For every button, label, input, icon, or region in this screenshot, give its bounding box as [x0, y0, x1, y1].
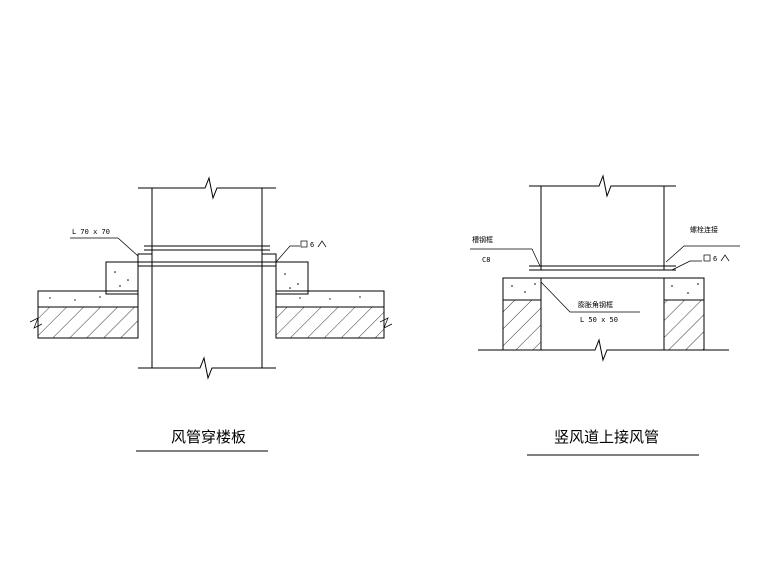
left-slab-right — [275, 261, 385, 339]
weld-leader-left — [275, 245, 300, 263]
angle-leader — [70, 237, 139, 257]
left-angle-frame — [137, 245, 277, 267]
bolt-leader — [665, 245, 740, 263]
angle-label: L 70 x 70 — [72, 228, 110, 236]
right-duct — [529, 174, 676, 271]
weld-leader-right — [671, 260, 702, 271]
caption-right: 竖风道上接风管 — [554, 428, 659, 446]
weld-triangle-left — [317, 240, 327, 248]
left-detail: L 70 x 70 6 — [29, 176, 393, 380]
channel-leader — [470, 248, 541, 267]
weld-label-left: 6 — [310, 241, 314, 249]
expansion-leader — [540, 281, 640, 313]
captions: 风管穿楼板 竖风道上接风管 — [136, 428, 699, 456]
weld-label-right: 6 — [713, 255, 717, 263]
right-break-mark — [379, 317, 393, 329]
expansion-label: 膨胀角钢框 — [578, 300, 613, 309]
right-shaft-walls — [478, 277, 729, 362]
channel-label: 槽钢框 — [472, 235, 493, 244]
weld-symbol-box-right — [703, 254, 711, 262]
left-break-mark — [29, 317, 43, 329]
caption-left: 风管穿楼板 — [171, 428, 246, 446]
channel-size: C8 — [482, 256, 490, 264]
bolt-label: 螺栓连接 — [690, 225, 718, 234]
left-concrete-texture — [49, 271, 361, 301]
expansion-size: L 50 x 50 — [580, 316, 618, 324]
left-slab-left — [37, 261, 139, 339]
weld-triangle-right — [720, 254, 730, 262]
left-duct — [138, 176, 276, 380]
weld-symbol-box — [300, 240, 308, 248]
right-concrete-texture — [511, 283, 699, 294]
right-detail: 槽钢框 C8 螺栓连接 6 膨胀角钢框 L 50 x 50 — [470, 174, 740, 362]
